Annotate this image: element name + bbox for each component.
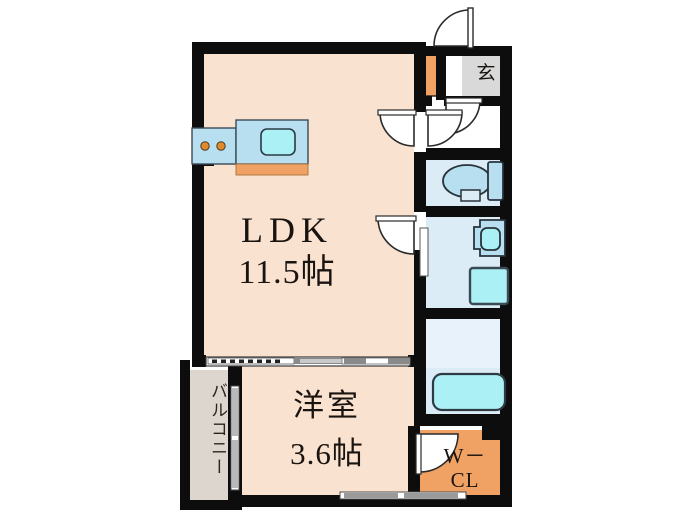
wall-toilet-washroom (426, 206, 512, 217)
wash-basin-bowl (480, 227, 501, 251)
bathtub (431, 372, 507, 412)
wall-bedroom-right (414, 360, 426, 420)
door-swings (375, 7, 483, 475)
genkan-label: 玄 (476, 63, 496, 84)
wall-wcl-notch-top (482, 426, 512, 440)
sliding-door-rail-d (388, 358, 410, 364)
sliding-door-rail-c (344, 358, 366, 364)
balcony-sliding-door (230, 385, 240, 491)
washer-pan (468, 266, 510, 306)
ldk-room-name: LDK (241, 210, 333, 250)
walk-in-closet-label: W－ CL (443, 444, 487, 493)
wall-left-lower (180, 360, 190, 510)
wall-ldk-right-mid (414, 152, 426, 212)
bedroom-floor (240, 360, 414, 505)
balcony-label: バルコニー (208, 382, 227, 477)
wall-corridor-bottom (426, 148, 512, 160)
balcony-sliding-panel-bot (232, 440, 238, 488)
washroom-door-leaf (375, 215, 417, 222)
wall-left-outer (192, 42, 204, 360)
bedroom-room-size: 3.6帖 (290, 436, 364, 471)
entrance-door-leaf (467, 7, 474, 49)
ldk-floor (192, 42, 414, 360)
bedroom-window-rail-2 (404, 493, 458, 498)
wall-genkan-left (436, 56, 446, 100)
bedroom-window (339, 491, 467, 500)
kitchen-counter (235, 163, 309, 176)
hall-door-leaf (425, 109, 463, 116)
bath-floor (426, 318, 510, 368)
kitchen (191, 119, 309, 176)
wcl-door-leaf (415, 433, 422, 475)
window-hatch-dots (212, 359, 280, 363)
burner-2 (216, 141, 226, 151)
genkan-inner-door-leaf (445, 97, 483, 104)
washroom-fixtures (468, 219, 510, 306)
wall-top-outer (192, 42, 422, 54)
wall-washroom-bath (426, 308, 512, 319)
wcl-door-swing (419, 433, 459, 473)
kitchen-sink-basin (260, 128, 296, 156)
bedroom-room-name: 洋室 (293, 388, 361, 423)
toilet-fixtures (442, 161, 504, 202)
toilet-tank (487, 161, 504, 201)
ldk-room-size: 11.5帖 (238, 254, 336, 291)
wall-bath-bottom (414, 414, 512, 426)
entrance-door-swing (433, 9, 471, 47)
sliding-door-panel-b (300, 359, 342, 363)
wall-top-genkan (414, 46, 512, 56)
burner-1 (200, 141, 210, 151)
washroom-opening (419, 227, 429, 277)
wall-ldk-right-upper (414, 42, 426, 112)
balcony-sliding-panel-top (232, 388, 238, 436)
sliding-doors (205, 227, 467, 500)
ldk-entry-door-leaf (377, 109, 417, 116)
bedroom-window-rail-1 (344, 493, 398, 498)
wall-ldk-bottom-left (192, 355, 206, 367)
toilet-base (460, 189, 481, 202)
wall-balcony-bottom (180, 500, 242, 510)
wall-ldk-bottom-right (408, 355, 426, 367)
bath-fixtures (431, 372, 507, 412)
wall-ldk-right-lower (414, 250, 426, 362)
wall-hall-sep (414, 96, 432, 106)
